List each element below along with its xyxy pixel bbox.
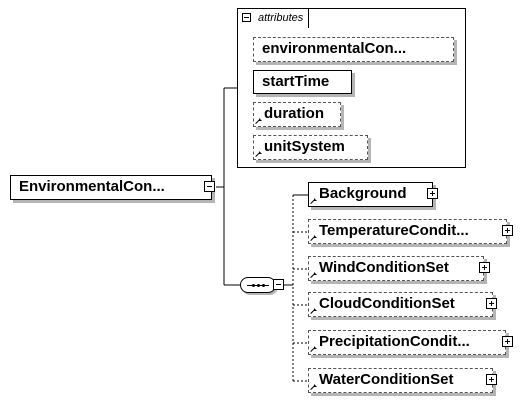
root-element-node[interactable]: EnvironmentalCon...	[10, 175, 212, 200]
child-precipitation-condition[interactable]: PrecipitationCondit...	[308, 330, 506, 355]
child-cloud-condition-set[interactable]: CloudConditionSet	[308, 292, 493, 317]
child-water-condition-set[interactable]: WaterConditionSet	[308, 368, 493, 393]
child-label: TemperatureCondit...	[319, 222, 469, 239]
reference-arrow-icon	[311, 272, 317, 278]
attributes-collapse-toggle[interactable]	[242, 13, 251, 22]
expand-toggle[interactable]	[427, 188, 438, 199]
attribute-label: duration	[264, 105, 324, 122]
reference-arrow-icon	[311, 308, 317, 314]
reference-arrow-icon	[256, 151, 262, 157]
expand-toggle[interactable]	[486, 298, 497, 309]
root-collapse-toggle[interactable]	[204, 181, 215, 192]
attribute-duration[interactable]: duration	[253, 102, 341, 127]
reference-arrow-icon	[256, 118, 262, 124]
expand-toggle[interactable]	[479, 262, 490, 273]
reference-arrow-icon	[311, 384, 317, 390]
attributes-header: attributes	[258, 12, 304, 24]
child-temperature-condition[interactable]: TemperatureCondit...	[308, 219, 507, 244]
sequence-collapse-toggle[interactable]	[273, 279, 284, 290]
attribute-label: startTime	[262, 73, 330, 90]
child-label: CloudConditionSet	[319, 295, 455, 312]
child-wind-condition-set[interactable]: WindConditionSet	[308, 256, 484, 281]
root-element-label: EnvironmentalCon...	[19, 178, 165, 195]
attribute-start-time[interactable]: startTime	[253, 70, 352, 94]
attribute-label: environmentalCon...	[262, 40, 407, 57]
sequence-compositor-icon[interactable]	[240, 277, 276, 293]
child-label: WaterConditionSet	[319, 371, 454, 388]
reference-arrow-icon	[311, 346, 317, 352]
attribute-label: unitSystem	[264, 138, 345, 155]
reference-arrow-icon	[311, 235, 317, 241]
attribute-environmental-con[interactable]: environmentalCon...	[253, 37, 454, 62]
child-label: PrecipitationCondit...	[319, 333, 470, 350]
expand-toggle[interactable]	[502, 225, 513, 236]
child-background[interactable]: Background	[308, 182, 433, 207]
attributes-tab[interactable]: attributes	[237, 8, 309, 28]
expand-toggle[interactable]	[486, 374, 497, 385]
reference-arrow-icon	[311, 198, 317, 204]
child-label: Background	[319, 185, 407, 202]
child-label: WindConditionSet	[319, 259, 449, 276]
attribute-unit-system[interactable]: unitSystem	[253, 135, 368, 160]
expand-toggle[interactable]	[502, 336, 513, 347]
